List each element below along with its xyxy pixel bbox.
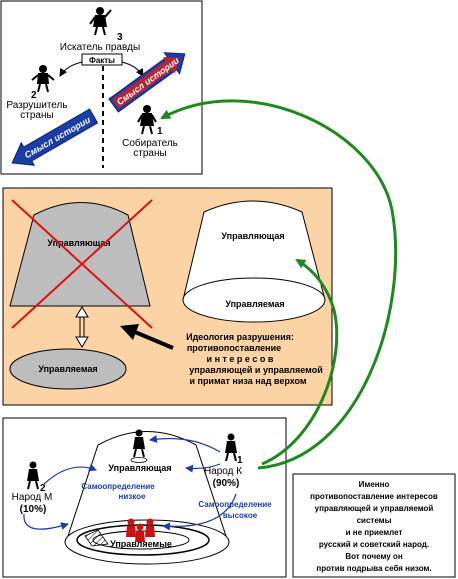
people-m-figure-icon: [27, 461, 39, 490]
note-line-4: системы: [357, 516, 392, 525]
gatherer-figure-icon: [137, 105, 157, 135]
self-low-line-2: низкое: [119, 492, 147, 501]
left-managed-ellipse: [9, 348, 127, 390]
note-line-5: и не приемлет: [346, 528, 403, 537]
right-managing-shape: [182, 200, 326, 301]
left-managing-label: Управляющая: [47, 238, 110, 248]
people-k-label: Народ К: [204, 466, 242, 477]
ideology-line-1: Идеология разрушения:: [186, 332, 294, 342]
note-line-2: противопоставление интересов: [310, 492, 438, 501]
panel3-bell-shape: [67, 431, 227, 537]
ideology-line-4: управляющей и управляемой: [189, 365, 322, 375]
gatherer-label-2: страны: [133, 148, 166, 159]
arrow-k-to-managing: [185, 463, 221, 473]
people-m-percent: (10%): [20, 504, 47, 515]
note-box: [292, 473, 456, 578]
ideology-arrow-icon: [120, 324, 174, 350]
self-high-line-1: Самоопределение: [198, 500, 272, 509]
panel3-managing-label: Управляющая: [108, 463, 171, 473]
panel3-managed-label: Управляемые: [110, 539, 172, 549]
gatherer-number: 1: [157, 126, 163, 137]
connector-to-managing: [261, 258, 339, 466]
panel-peoples: Управляющая Управляемые 1 Народ К (90%) …: [2, 417, 456, 578]
ideology-text-block: Идеология разрушения: противопоставление…: [186, 332, 323, 386]
people-k-number: 1: [237, 455, 243, 466]
arrow-k-to-people: [162, 493, 237, 531]
facts-box: [81, 53, 123, 66]
people-m-label: Народ М: [12, 492, 53, 503]
blue-arrows: [23, 435, 237, 531]
ideology-line-5: и примат низа над верхом: [189, 376, 306, 386]
ideology-line-2: противопоставление: [187, 343, 281, 353]
facts-arc-right: [121, 61, 144, 77]
green-connectors: [160, 99, 398, 470]
arrow-k-to-top: [149, 435, 221, 453]
right-managing-label: Управляющая: [221, 231, 284, 241]
destroyer-label-1: Разрушитель: [6, 100, 67, 111]
facts-label: Факты: [89, 56, 115, 65]
destroyer-label-2: страны: [20, 110, 53, 121]
note-line-7: Вот почему он: [345, 552, 402, 561]
note-line-6: русский и советский народ.: [319, 540, 429, 549]
self-high-line-2: высокое: [223, 511, 258, 520]
top-figure-platform: [130, 457, 148, 463]
destroyer-number: 2: [31, 90, 37, 101]
seeker-figure-icon: [89, 7, 112, 36]
arrow-m-to-people: [23, 513, 69, 530]
note-line-8: против подрыва себя низом.: [316, 564, 431, 573]
left-managing-shape: [9, 202, 151, 307]
right-managed-ellipse: [182, 277, 326, 323]
note-line-1: Именно: [359, 480, 390, 489]
ideology-line-3: и н т е р е с о в: [207, 354, 274, 364]
connector-to-gatherer: [160, 99, 398, 470]
note-text: Именно противопоставление интересов упра…: [310, 480, 438, 573]
self-low-line-1: Самоопределение: [81, 482, 155, 491]
double-arrow-icon: [75, 306, 89, 348]
gatherer-label-1: Собиратель: [122, 137, 178, 149]
facts-arc-left: [59, 61, 83, 77]
people-k-figure-icon: [225, 433, 237, 462]
destroyer-figure-icon: [31, 65, 55, 93]
hatched-segment: [84, 529, 109, 547]
arrow-m-to-managing: [43, 463, 97, 485]
red-people-icon: [126, 518, 155, 542]
left-managed-label: Управляемая: [38, 364, 97, 374]
panel-history-actors: 3 Искатель правды Факты 2 Разрушитель ст…: [0, 0, 203, 175]
red-cross-icon: [11, 199, 153, 329]
note-line-3: управляющей и управляемой: [315, 504, 434, 513]
seeker-number: 3: [117, 32, 123, 43]
right-managed-label: Управляемая: [225, 299, 284, 309]
seeker-label: Искатель правды: [60, 42, 140, 53]
panel-ideology: Управляющая Управляемая Управляющая Упра…: [2, 187, 333, 406]
top-figure-icon: [133, 429, 145, 458]
people-m-number: 2: [40, 483, 46, 494]
people-k-percent: (90%): [213, 478, 240, 489]
